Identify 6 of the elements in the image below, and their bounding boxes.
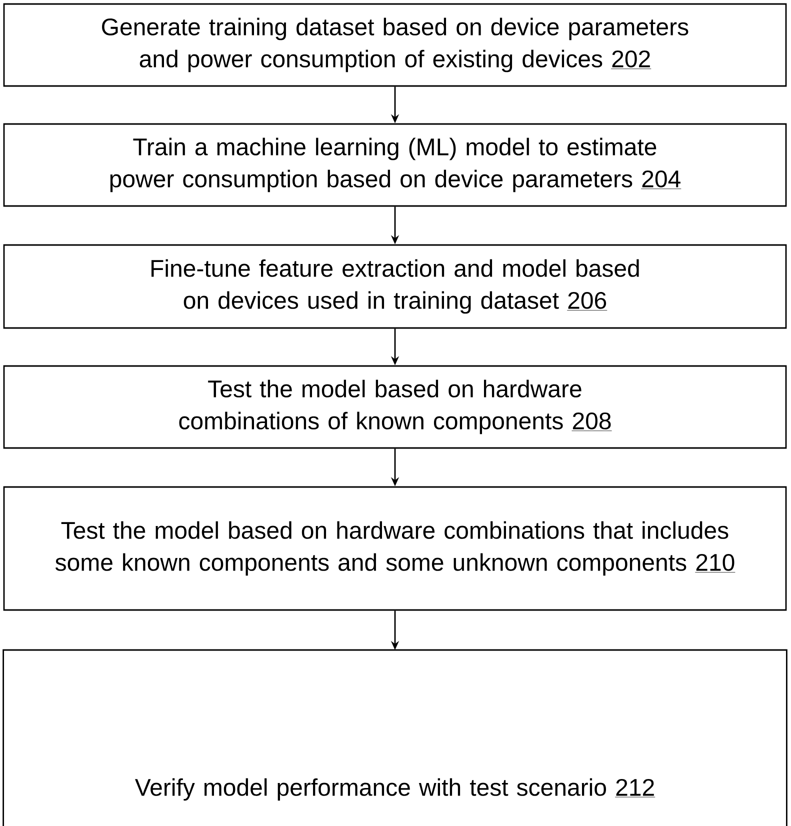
process-box: Test the model based on hardware combinations of known components 208 (3, 365, 787, 449)
process-box: Generate training dataset based on device parameters and power consumption of existing devices 202 (3, 3, 787, 87)
process-box: Fine-tune feature extraction and model based on devices used in training dataset 206 (3, 244, 787, 329)
process-box: Test the model based on hardware combinations that includes some known components and some unknown components 210 (3, 486, 787, 611)
process-box: Verify model performance with test scenario 212 (2, 649, 788, 826)
process-box: Train a machine learning (ML) model to estimate power consumption based on device parameters 204 (3, 123, 787, 207)
